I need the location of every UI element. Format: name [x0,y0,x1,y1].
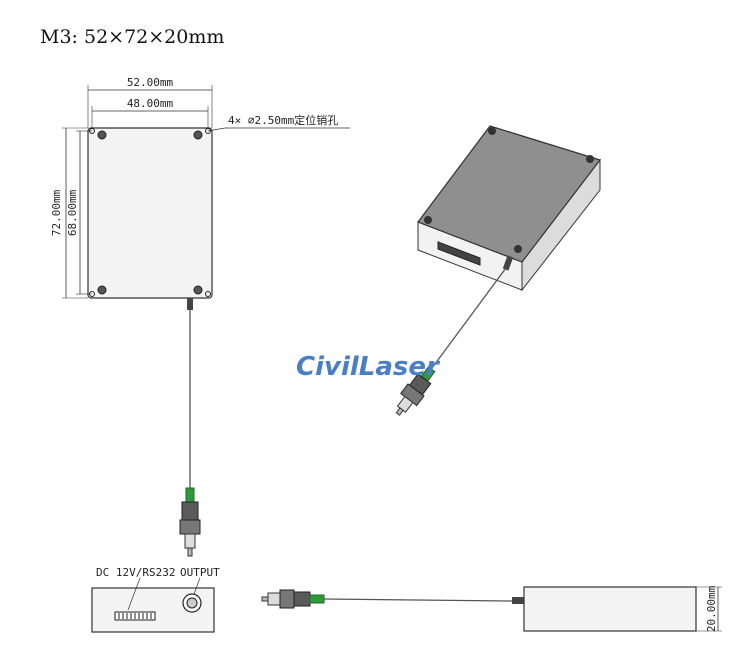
fc-connector-icon [261,589,325,609]
iso-dc-port [437,241,481,266]
dim-thickness: 20.00mm [705,585,718,632]
top-view-plate [87,127,213,299]
fiber-boot [187,298,193,310]
top-view: 52.00mm 48.00mm 4× ⌀2.50mm定位销孔 72.00mm 6… [50,76,350,557]
front-view: DC 12V/RS232 OUTPUT [91,566,220,633]
side-view-body [523,586,697,632]
output-port-label: OUTPUT [180,566,220,579]
mounting-screw-icon [97,130,203,295]
hole-callout: 4× ⌀2.50mm定位销孔 [228,113,338,127]
side-fiber-boot [512,597,524,604]
dim-hole-spacing-height: 68.00mm [66,189,79,236]
side-view: 20.00mm [261,585,722,632]
iso-lid [417,125,601,263]
power-port-label: DC 12V/RS232 [96,566,175,579]
dim-outer-width: 52.00mm [127,76,174,89]
isometric-view [395,125,601,416]
port-pins [118,613,152,619]
iso-fiber-boot [502,255,514,271]
fc-connector-icon [395,366,436,416]
page-title: M3: 52×72×20mm [40,26,225,48]
mounting-screw-icon [424,127,594,253]
fc-connector-icon [179,487,201,557]
brand-logo: CivilLaser [296,352,441,382]
iso-fiber-cable [431,267,507,369]
dim-outer-height: 72.00mm [50,189,63,236]
dim-hole-spacing-width: 48.00mm [127,97,174,110]
side-fiber-cable [323,598,513,602]
